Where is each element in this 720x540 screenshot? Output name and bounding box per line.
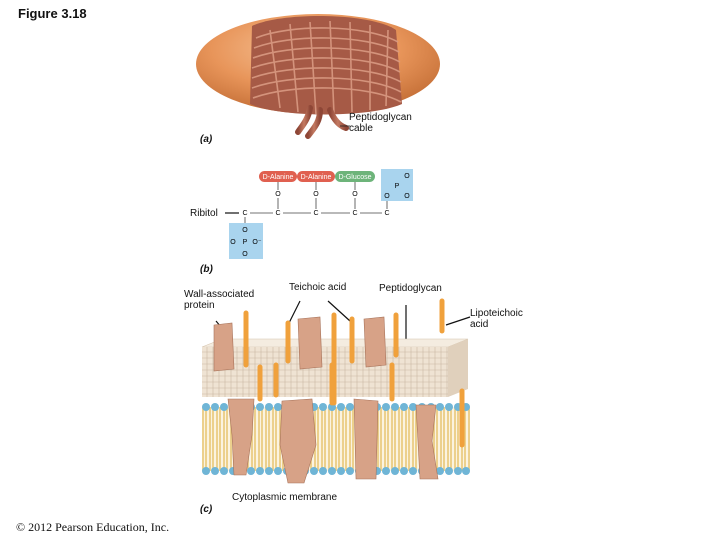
label-peptidoglycan: Peptidoglycan xyxy=(379,283,442,294)
svg-text:O: O xyxy=(313,191,319,198)
svg-text:O⁻: O⁻ xyxy=(252,239,261,246)
label-lipoteichoic-acid: Lipoteichoic acid xyxy=(470,308,523,330)
panel-b-teichoic-structure: D-Alanine D-Alanine D-Glucose P O O O O … xyxy=(225,169,413,259)
svg-text:O: O xyxy=(242,251,248,258)
svg-text:O: O xyxy=(404,173,410,180)
svg-text:O: O xyxy=(230,239,236,246)
copyright-notice: © 2012 Pearson Education, Inc. xyxy=(16,520,170,534)
sugar-d-alanine-1: D-Alanine xyxy=(259,171,297,182)
svg-text:O: O xyxy=(404,193,410,200)
phosphate-group-right: P O O O xyxy=(381,169,413,201)
svg-text:P: P xyxy=(243,239,248,246)
panel-b-tag: (b) xyxy=(200,264,213,275)
svg-text:D-Glucose: D-Glucose xyxy=(338,174,371,181)
svg-text:C: C xyxy=(242,210,247,217)
label-cytoplasmic-membrane: Cytoplasmic membrane xyxy=(232,492,338,503)
svg-text:P: P xyxy=(395,183,400,190)
svg-text:O: O xyxy=(275,191,281,198)
label-ribitol: Ribitol xyxy=(190,208,218,219)
svg-text:C: C xyxy=(384,210,389,217)
svg-text:C: C xyxy=(352,210,357,217)
panel-c-cell-wall-illustration xyxy=(201,298,471,484)
svg-text:D-Alanine: D-Alanine xyxy=(301,174,332,181)
phosphate-group-below: O P O O⁻ O xyxy=(229,223,263,259)
svg-text:C: C xyxy=(275,210,280,217)
svg-text:D-Alanine: D-Alanine xyxy=(263,174,294,181)
figure-title: Figure 3.18 xyxy=(18,6,87,21)
panel-a-cell-illustration xyxy=(196,14,440,139)
teichoic-acid-rods xyxy=(243,298,465,448)
peptidoglycan-layer xyxy=(201,338,469,397)
label-teichoic-acid: Teichoic acid xyxy=(289,282,347,293)
svg-text:O: O xyxy=(242,227,248,234)
panel-a-tag: (a) xyxy=(200,134,213,145)
peptidoglycan-cable-wrap xyxy=(250,15,402,115)
sugar-d-alanine-2: D-Alanine xyxy=(297,171,335,182)
wall-proteins xyxy=(213,316,387,372)
svg-text:O: O xyxy=(352,191,358,198)
peptidoglycan-cable-ends xyxy=(295,105,349,139)
label-wall-associated-protein: Wall-associated protein xyxy=(184,289,255,311)
svg-text:O: O xyxy=(384,193,390,200)
svg-text:C: C xyxy=(313,210,318,217)
panel-c-tag: (c) xyxy=(200,504,213,515)
membrane-proteins xyxy=(227,398,439,484)
sugar-d-glucose: D-Glucose xyxy=(335,171,375,182)
label-peptidoglycan-cable: Peptidoglycan cable xyxy=(349,112,412,134)
